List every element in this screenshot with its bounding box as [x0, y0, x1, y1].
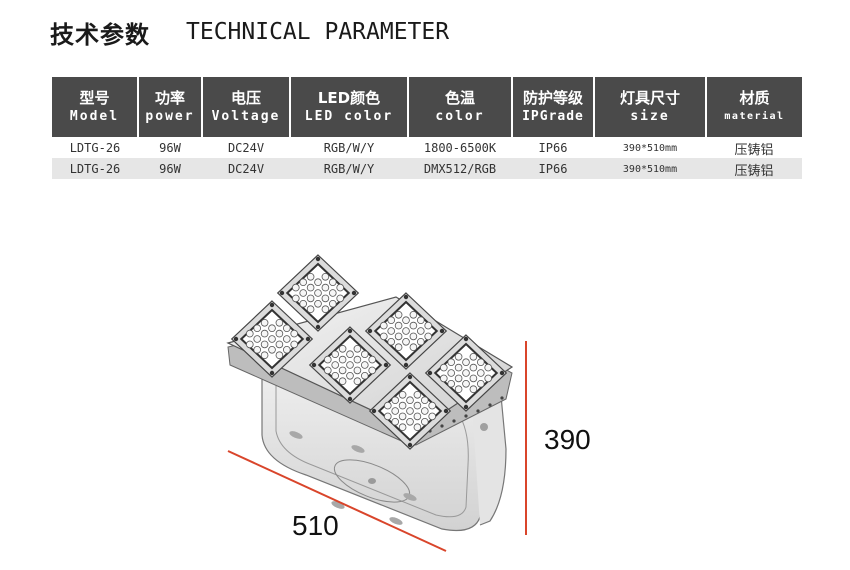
table-row: LDTG-26 96W DC24V RGB/W/Y DMX512/RGB IP6… [52, 158, 802, 179]
led-module [308, 326, 392, 404]
height-dimension-label: 390 [544, 424, 591, 455]
cell-color-mode: DMX512/RGB [408, 158, 512, 179]
cell-power: 96W [138, 158, 202, 179]
cell-voltage: DC24V [227, 141, 265, 155]
table-row: LDTG-26 96W DC24V RGB/W/Y 1800-6500K IP6… [52, 137, 802, 158]
led-module [230, 300, 314, 378]
cell-model: LDTG-26 [52, 158, 138, 179]
led-module [424, 334, 508, 412]
cell-size: 390*510mm [622, 142, 678, 154]
title-english: TECHNICAL PARAMETER [186, 19, 450, 45]
title-chinese: 技术参数 [50, 20, 150, 49]
led-module-group [230, 254, 508, 450]
product-illustration [226, 254, 527, 552]
cell-led-color: RGB/W/Y [323, 141, 375, 155]
led-module [368, 372, 452, 450]
cell-led-color: RGB/W/Y [290, 158, 408, 179]
width-dimension-label: 510 [292, 510, 339, 541]
led-module [364, 292, 448, 370]
page-title: 技术参数 TECHNICAL PARAMETER [50, 14, 449, 50]
cell-voltage: DC24V [202, 158, 290, 179]
cell-ip-grade: IP66 [538, 141, 568, 155]
cell-material: 压铸铝 [734, 142, 774, 158]
cell-ip-grade: IP66 [512, 158, 594, 179]
cell-model: LDTG-26 [69, 141, 121, 155]
led-module [276, 254, 360, 332]
cell-size: 390*510mm [594, 158, 706, 179]
cell-color-temperature: 1800-6500K [423, 141, 497, 155]
width-dimension-line [227, 450, 447, 552]
cell-power: 96W [159, 141, 181, 155]
cell-material: 压铸铝 [706, 158, 802, 179]
